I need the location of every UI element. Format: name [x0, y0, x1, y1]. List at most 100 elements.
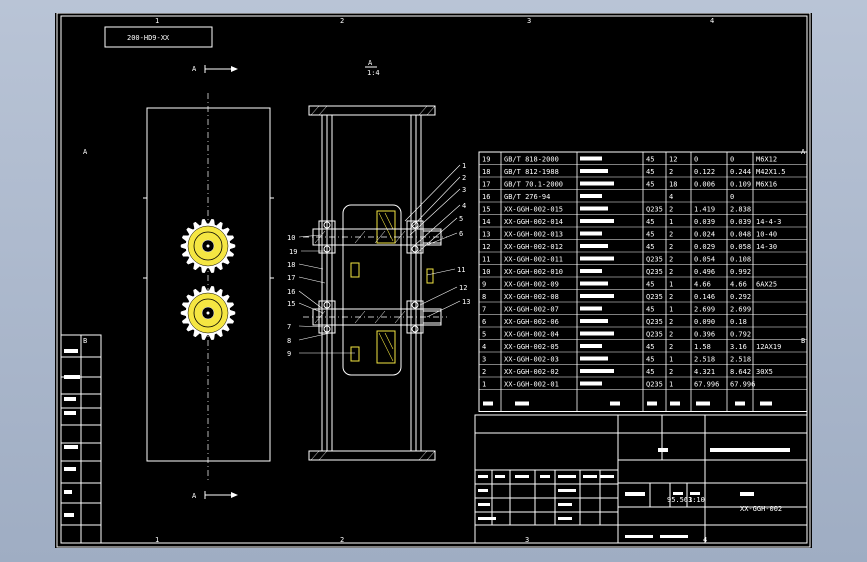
- bom-cell: 0.054: [694, 256, 715, 264]
- bom-cell: 2.699: [730, 306, 751, 314]
- bom-cell: 45: [646, 281, 654, 289]
- upper-gear-section: [376, 210, 396, 244]
- bom-cell: XX-GGH-002-01: [504, 381, 559, 389]
- zone-col-1-bottom: 1: [155, 536, 159, 544]
- bom-cell: XX-GGH-002-011: [504, 256, 563, 264]
- bom-cell: 0.122: [694, 168, 715, 176]
- zone-row-b-right: B: [801, 337, 805, 345]
- callout-1: 1: [462, 162, 466, 170]
- drawing-sheet: 1 2 3 4 1 2 3 4 A B A B 200-HD9-XX A: [55, 12, 812, 548]
- bom-cell: 4.66: [730, 281, 747, 289]
- bom-cell: Q235: [646, 268, 663, 276]
- bom-cell: XX-GGH-002-03: [504, 356, 559, 364]
- bom-cell: 12: [669, 156, 677, 164]
- bom-cell: 0.029: [694, 243, 715, 251]
- upper-gear: [180, 218, 236, 274]
- bom-cell: 0.090: [694, 318, 715, 326]
- section-marker-bottom: A: [192, 492, 197, 500]
- callout-11: 11: [457, 266, 465, 274]
- bom-cell: 45: [646, 306, 654, 314]
- bom-cell: 2.518: [730, 356, 751, 364]
- bom-cell: 0.292: [730, 293, 751, 301]
- title-drawing-number: XX-GGH-002: [740, 505, 782, 513]
- bom-cell: 0.496: [694, 268, 715, 276]
- bom-cell: 2: [669, 243, 673, 251]
- bom-cell: 0.006: [694, 181, 715, 189]
- bottom-frame: [308, 450, 436, 461]
- key: [426, 268, 434, 284]
- bom-cell: Q235: [646, 206, 663, 214]
- bom-cell: 4: [482, 343, 486, 351]
- bom-cell: XX-GGH-002-04: [504, 331, 559, 339]
- bom-cell: 2: [482, 368, 486, 376]
- bom-cell: 14: [482, 218, 490, 226]
- bom-cell: 14-30: [756, 243, 777, 251]
- bom-cell: 0: [694, 156, 698, 164]
- bom-cell: XX-GGH-002-09: [504, 281, 559, 289]
- bom-cell: GB/T 70.1-2000: [504, 181, 563, 189]
- title-scale: 1:10: [688, 496, 705, 504]
- bearings: [318, 220, 424, 334]
- zone-row-a: A: [83, 148, 88, 156]
- bom-cell: 0.024: [694, 231, 715, 239]
- front-view: A A: [143, 65, 274, 500]
- bom-cell: 2: [669, 256, 673, 264]
- bom-cell: 8: [482, 293, 486, 301]
- bom-cell: 10-40: [756, 231, 777, 239]
- bom-cell: 2: [669, 318, 673, 326]
- drawing-code-box: [104, 26, 213, 48]
- assembly-drawing: 1 2 3 4 1 2 3 4 A B A B 200-HD9-XX A: [56, 12, 811, 548]
- bom-cell: 0.108: [730, 256, 751, 264]
- bom-cell: 7: [482, 306, 486, 314]
- bom-cell: XX-GGH-002-02: [504, 368, 559, 376]
- bom-cell: 4.321: [694, 368, 715, 376]
- callout-18: 18: [287, 261, 295, 269]
- bom-cell: XX-GGH-002-06: [504, 318, 559, 326]
- bom-cell: 45: [646, 356, 654, 364]
- callout-19: 19: [289, 248, 297, 256]
- sheet-border: [60, 15, 808, 544]
- bom-cell: 45: [646, 218, 654, 226]
- bom-cell: 16: [482, 193, 490, 201]
- callout-5: 5: [459, 215, 463, 223]
- bom-cell: 2.699: [694, 306, 715, 314]
- bom-cell: 11: [482, 256, 490, 264]
- bom-cell: XX-GGH-002-08: [504, 293, 559, 301]
- section-view: A 1:4: [303, 59, 447, 461]
- bom-cell: 0.18: [730, 318, 747, 326]
- section-view-scale: 1:4: [367, 69, 380, 77]
- bom-cell: 1: [669, 281, 673, 289]
- bom-cell: 3: [482, 356, 486, 364]
- bom-cell: 45: [646, 343, 654, 351]
- bom-cell: 0: [730, 193, 734, 201]
- callout-12: 12: [459, 284, 467, 292]
- bom-row: 11 XX-GGH-002-011 Q235 2 0.054 0.108: [482, 256, 751, 264]
- bom-cell: Q235: [646, 293, 663, 301]
- zone-row-b: B: [83, 337, 87, 345]
- bom-cell: 45: [646, 243, 654, 251]
- bom-cell: XX-GGH-002-013: [504, 231, 563, 239]
- bom-cell: 4: [669, 193, 673, 201]
- bom-cell: 0.048: [730, 231, 751, 239]
- bom-cell: M42X1.5: [756, 168, 786, 176]
- bom-cell: 30X5: [756, 368, 773, 376]
- bom-cell: 2: [669, 293, 673, 301]
- bom-cell: Q235: [646, 256, 663, 264]
- bom-cell: 17: [482, 181, 490, 189]
- bom-cell: 2: [669, 206, 673, 214]
- section-marker-top: A: [192, 65, 197, 73]
- left-revision-strip: [60, 334, 102, 544]
- bom-cell: Q235: [646, 381, 663, 389]
- bom-cell: 18: [482, 168, 490, 176]
- inner-housing: [342, 204, 402, 376]
- callout-16: 16: [287, 288, 295, 296]
- bom-cell: 1: [669, 381, 673, 389]
